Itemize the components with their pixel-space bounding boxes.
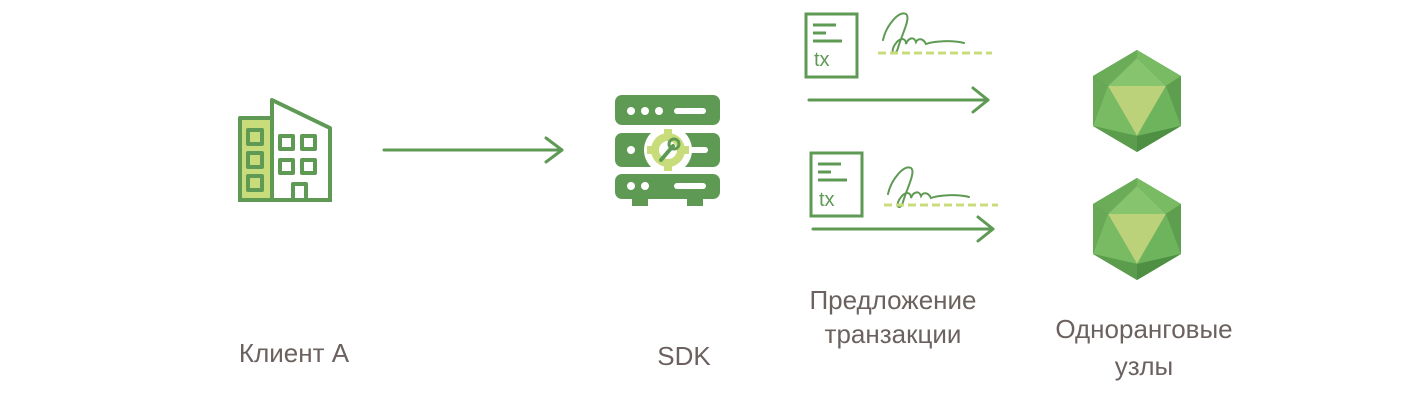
icosahedron-node-icon [1093,178,1181,280]
transaction-document-icon: tx [809,151,864,218]
client-label: Клиент А [238,338,350,368]
icosahedron-node-icon [1093,50,1181,152]
document-tx-label: tx [819,189,835,211]
office-building-icon [238,98,332,202]
arrow-upper-proposal [807,86,990,114]
server-gear-icon [615,95,720,206]
arrow-client-to-sdk [382,136,564,164]
sdk-label: SDK [657,341,711,371]
proposal-label-line2: транзакции [824,319,962,349]
proposal-label-line1: Предложение [809,285,977,315]
document-tx-label: tx [814,49,830,71]
signature-icon [884,166,998,208]
transaction-document-icon: tx [804,12,859,79]
peers-label-line1: Одноранговые [1055,314,1233,344]
peers-label-line2: узлы [1114,351,1174,381]
signature-icon [878,12,992,55]
arrow-lower-proposal [811,215,995,243]
